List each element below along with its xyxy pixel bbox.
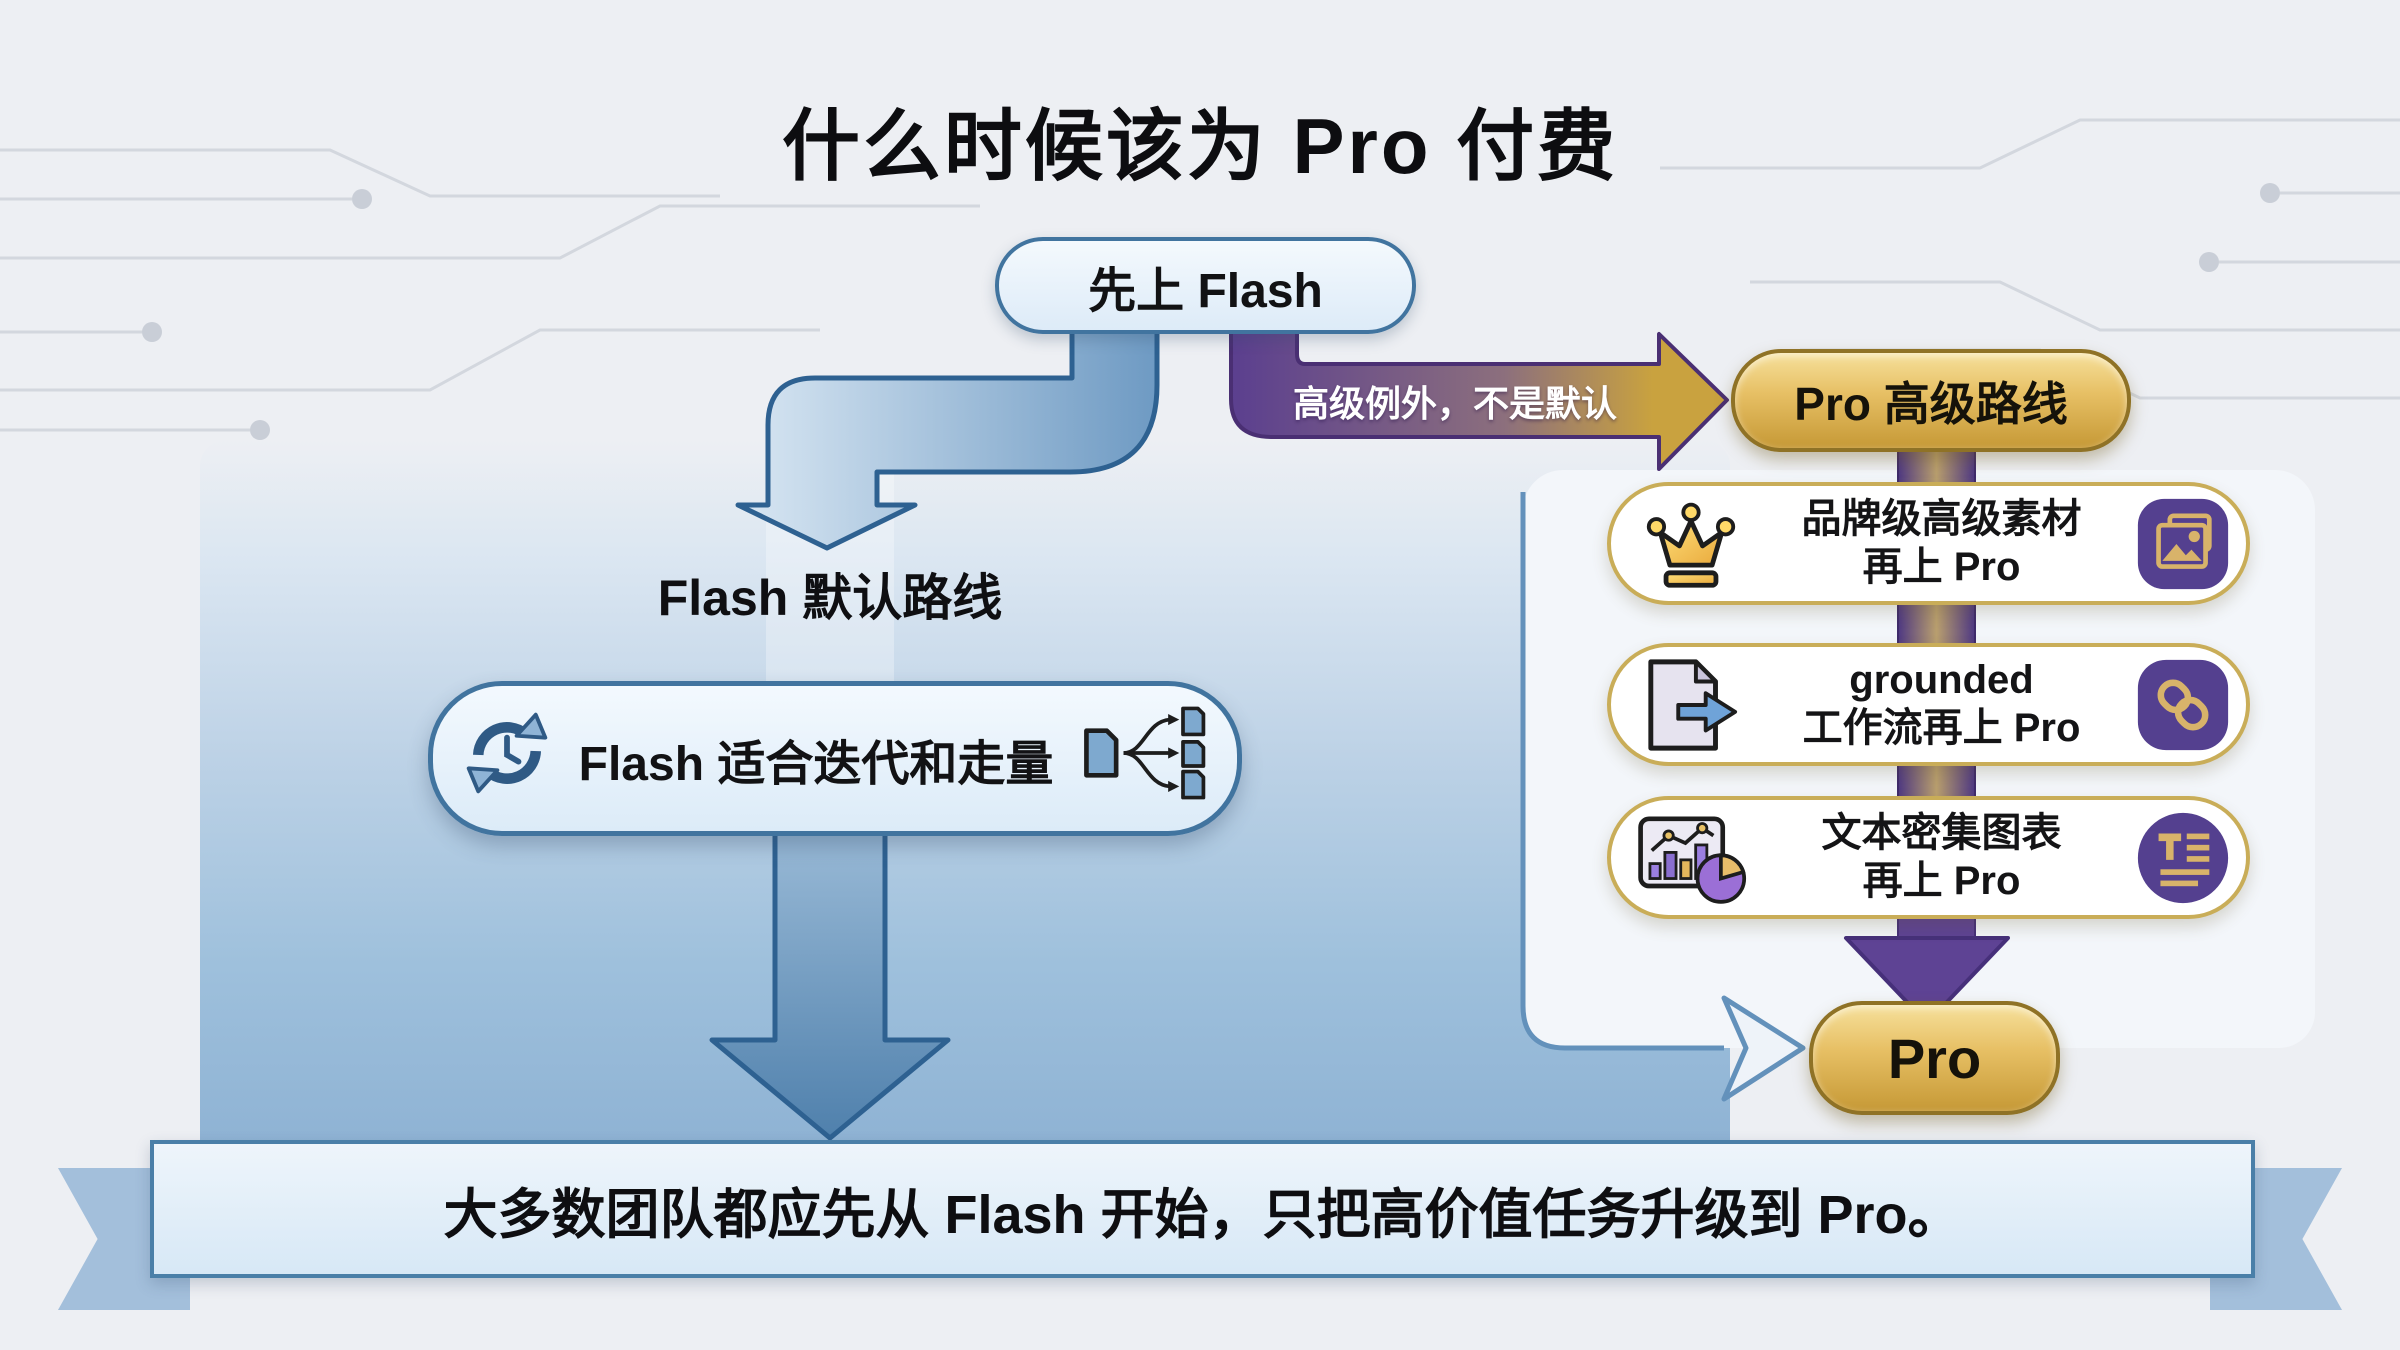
- cycle-icon: [461, 707, 553, 811]
- exception-arrow-label: 高级例外，不是默认: [1292, 383, 1617, 424]
- image-badge-icon: [2136, 497, 2230, 591]
- pro-pill-label: Pro: [1887, 1026, 1982, 1090]
- pro-card-text: grounded 工作流再上 Pro: [1747, 657, 2136, 751]
- conclusion-banner: 大多数团队都应先从 Flash 开始，只把高价值任务升级到 Pro。: [150, 1140, 2255, 1278]
- pro-card-line2: 再上 Pro: [1862, 858, 2021, 903]
- page-title: 什么时候该为 Pro 付费: [781, 102, 1619, 190]
- pro-route-label: Pro 高级路线: [1794, 377, 2068, 430]
- pro-pill: Pro: [1809, 1001, 2060, 1115]
- document-export-icon: [1635, 655, 1747, 755]
- pro-card-grounded-workflows: grounded 工作流再上 Pro: [1607, 643, 2250, 766]
- link-badge-icon: [2136, 658, 2230, 752]
- pro-card-line1: grounded: [1849, 658, 2034, 703]
- pro-card-brand-assets: 品牌级高级素材 再上 Pro: [1607, 482, 2250, 605]
- pro-card-line1: 文本密集图表: [1821, 811, 2062, 856]
- fan-out-icon: [1079, 706, 1209, 812]
- pro-card-line2: 再上 Pro: [1862, 544, 2021, 589]
- flash-pill: Flash 适合迭代和走量: [428, 681, 1242, 836]
- crown-icon: [1635, 494, 1747, 594]
- pro-route-pill: Pro 高级路线: [1731, 349, 2131, 452]
- pro-card-line1: 品牌级高级素材: [1801, 497, 2082, 542]
- flash-pill-label: Flash 适合迭代和走量: [578, 737, 1054, 791]
- start-flash-label: 先上 Flash: [1088, 264, 1323, 318]
- chart-icon: [1635, 808, 1747, 908]
- pro-card-text-dense-charts: 文本密集图表 再上 Pro: [1607, 796, 2250, 919]
- pro-card-text: 品牌级高级素材 再上 Pro: [1747, 496, 2136, 590]
- text-badge-icon: [2136, 811, 2230, 905]
- flash-route-label: Flash 默认路线: [657, 570, 1003, 626]
- start-flash-pill: 先上 Flash: [995, 237, 1416, 334]
- pro-card-line2: 工作流再上 Pro: [1802, 705, 2081, 750]
- conclusion-banner-text: 大多数团队都应先从 Flash 开始，只把高价值任务升级到 Pro。: [443, 1184, 1962, 1245]
- pro-card-text: 文本密集图表 再上 Pro: [1747, 810, 2136, 904]
